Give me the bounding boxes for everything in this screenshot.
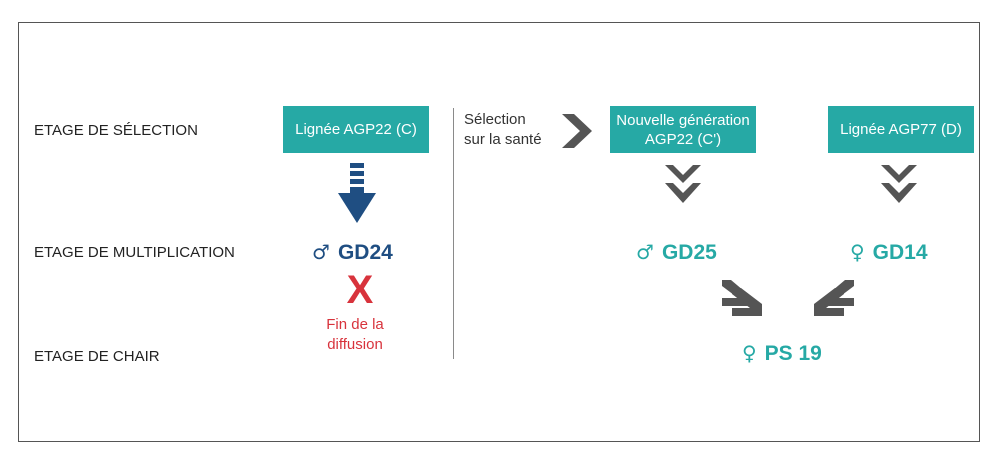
arrow-down-icon bbox=[338, 163, 376, 223]
line-agp22-c-label: Lignée AGP22 (C) bbox=[295, 121, 417, 138]
code-gd24: ♂ GD24 bbox=[312, 240, 393, 265]
chevron-right-icon bbox=[562, 114, 592, 148]
stage-selection-label: ETAGE DE SÉLECTION bbox=[34, 122, 198, 139]
code-ps19: ♀ PS 19 bbox=[742, 341, 822, 366]
diagram-frame bbox=[18, 22, 980, 442]
double-arrow-down-left-icon bbox=[814, 280, 854, 316]
line-agp22-c-prime-box: Nouvelle génération AGP22 (C') bbox=[610, 106, 756, 153]
double-chevron-down-icon bbox=[881, 165, 917, 203]
selection-health-note: Sélection sur la santé bbox=[464, 110, 542, 150]
double-arrow-down-right-icon bbox=[722, 280, 762, 316]
male-symbol-icon: ♂ bbox=[312, 240, 330, 264]
line-agp22-c-prime-label-1: Nouvelle génération bbox=[616, 111, 750, 129]
stage-multiplication-label: ETAGE DE MULTIPLICATION bbox=[34, 244, 235, 261]
line-agp77-d-label: Lignée AGP77 (D) bbox=[840, 121, 962, 138]
code-ps19-label: PS 19 bbox=[764, 342, 822, 365]
selection-note-line-2: sur la santé bbox=[464, 131, 542, 148]
stage-chair-label: ETAGE DE CHAIR bbox=[34, 348, 160, 365]
line-agp22-c-box: Lignée AGP22 (C) bbox=[283, 106, 429, 153]
line-agp77-d-box: Lignée AGP77 (D) bbox=[828, 106, 974, 153]
line-agp22-c-prime-label-2: AGP22 (C') bbox=[644, 130, 722, 148]
female-symbol-icon: ♀ bbox=[850, 240, 865, 264]
code-gd25: ♂ GD25 bbox=[636, 240, 717, 265]
code-gd14: ♀ GD14 bbox=[850, 240, 928, 265]
female-symbol-icon: ♀ bbox=[742, 341, 757, 365]
end-note-line-1: Fin de la bbox=[326, 316, 384, 333]
cross-mark-icon: X bbox=[346, 268, 374, 312]
code-gd24-label: GD24 bbox=[337, 241, 393, 264]
code-gd14-label: GD14 bbox=[872, 241, 928, 264]
double-chevron-down-icon bbox=[665, 165, 701, 203]
vertical-divider bbox=[453, 108, 454, 359]
code-gd25-label: GD25 bbox=[661, 241, 717, 264]
end-note-line-2: diffusion bbox=[327, 336, 383, 353]
male-symbol-icon: ♂ bbox=[636, 240, 654, 264]
selection-note-line-1: Sélection bbox=[464, 111, 526, 128]
end-of-diffusion-note: Fin de la diffusion bbox=[310, 315, 400, 355]
